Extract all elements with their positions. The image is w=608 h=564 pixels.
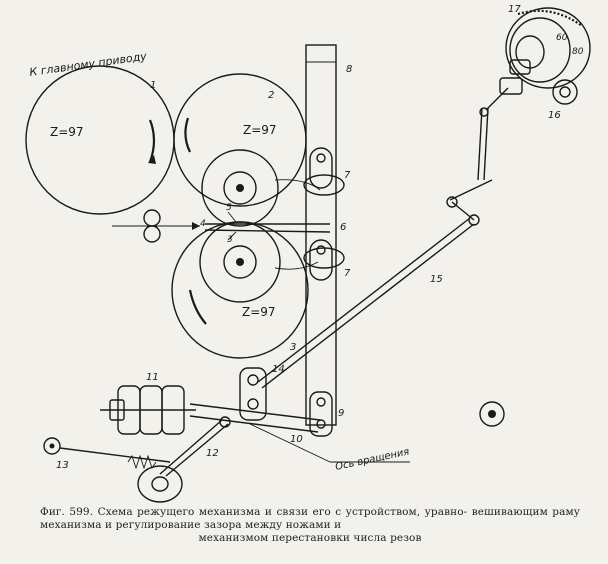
label-2: 2 bbox=[268, 90, 274, 101]
label-9: 9 bbox=[338, 408, 344, 419]
gear-16 bbox=[552, 79, 578, 105]
rod-15 bbox=[257, 179, 493, 389]
label-5: 5 bbox=[226, 203, 232, 213]
label-3: 3 bbox=[290, 342, 296, 353]
lever-14 bbox=[239, 367, 333, 437]
label-16: 16 bbox=[548, 110, 561, 121]
handwheel bbox=[479, 401, 505, 427]
label-15: 15 bbox=[430, 274, 443, 285]
gear-3 bbox=[171, 221, 309, 359]
figure-caption: Фиг. 599. Схема режущего механизма и свя… bbox=[40, 506, 580, 545]
axis-label: Ось вращения bbox=[334, 446, 410, 472]
label-13: 13 bbox=[56, 460, 69, 471]
caption-line-3: механизмом перестановки числа резов bbox=[198, 532, 422, 544]
label-11: 11 bbox=[146, 372, 159, 383]
label-80: 80 bbox=[572, 47, 584, 57]
counterweight-11 bbox=[100, 385, 196, 435]
link-rod bbox=[477, 77, 523, 181]
gear-2 bbox=[173, 73, 307, 227]
cutting-mechanism-diagram: К главному приводу Ось вращения Z=97 Z=9… bbox=[25, 4, 591, 503]
gear-1-teeth: Z=97 bbox=[50, 125, 84, 139]
caption-line-2: вешивающим раму механизма и регулировани… bbox=[40, 506, 580, 531]
label-12: 12 bbox=[206, 448, 219, 459]
label-8: 8 bbox=[346, 64, 352, 75]
label-7a: 7 bbox=[344, 170, 351, 181]
gear-2-teeth: Z=97 bbox=[243, 123, 277, 137]
label-6: 6 bbox=[340, 222, 346, 233]
label-17: 17 bbox=[508, 4, 521, 15]
label-60: 60 bbox=[556, 33, 568, 43]
wheel-17 bbox=[505, 7, 591, 89]
label-4: 4 bbox=[200, 219, 206, 229]
label-14: 14 bbox=[272, 364, 285, 375]
gear-3-teeth: Z=97 bbox=[242, 305, 276, 319]
rod-12 bbox=[43, 416, 231, 503]
feed-rollers bbox=[112, 209, 200, 243]
rod-10 bbox=[189, 403, 321, 433]
caption-line-1: Фиг. 599. Схема режущего механизма и свя… bbox=[40, 506, 468, 518]
label-7b: 7 bbox=[344, 268, 351, 279]
label-3-small: 3 bbox=[227, 235, 233, 245]
knives bbox=[204, 211, 331, 241]
label-10: 10 bbox=[290, 434, 303, 445]
axis-leader bbox=[249, 423, 410, 463]
frame-8 bbox=[274, 44, 345, 426]
label-1: 1 bbox=[150, 80, 156, 91]
drive-label: К главному приводу bbox=[29, 50, 148, 79]
